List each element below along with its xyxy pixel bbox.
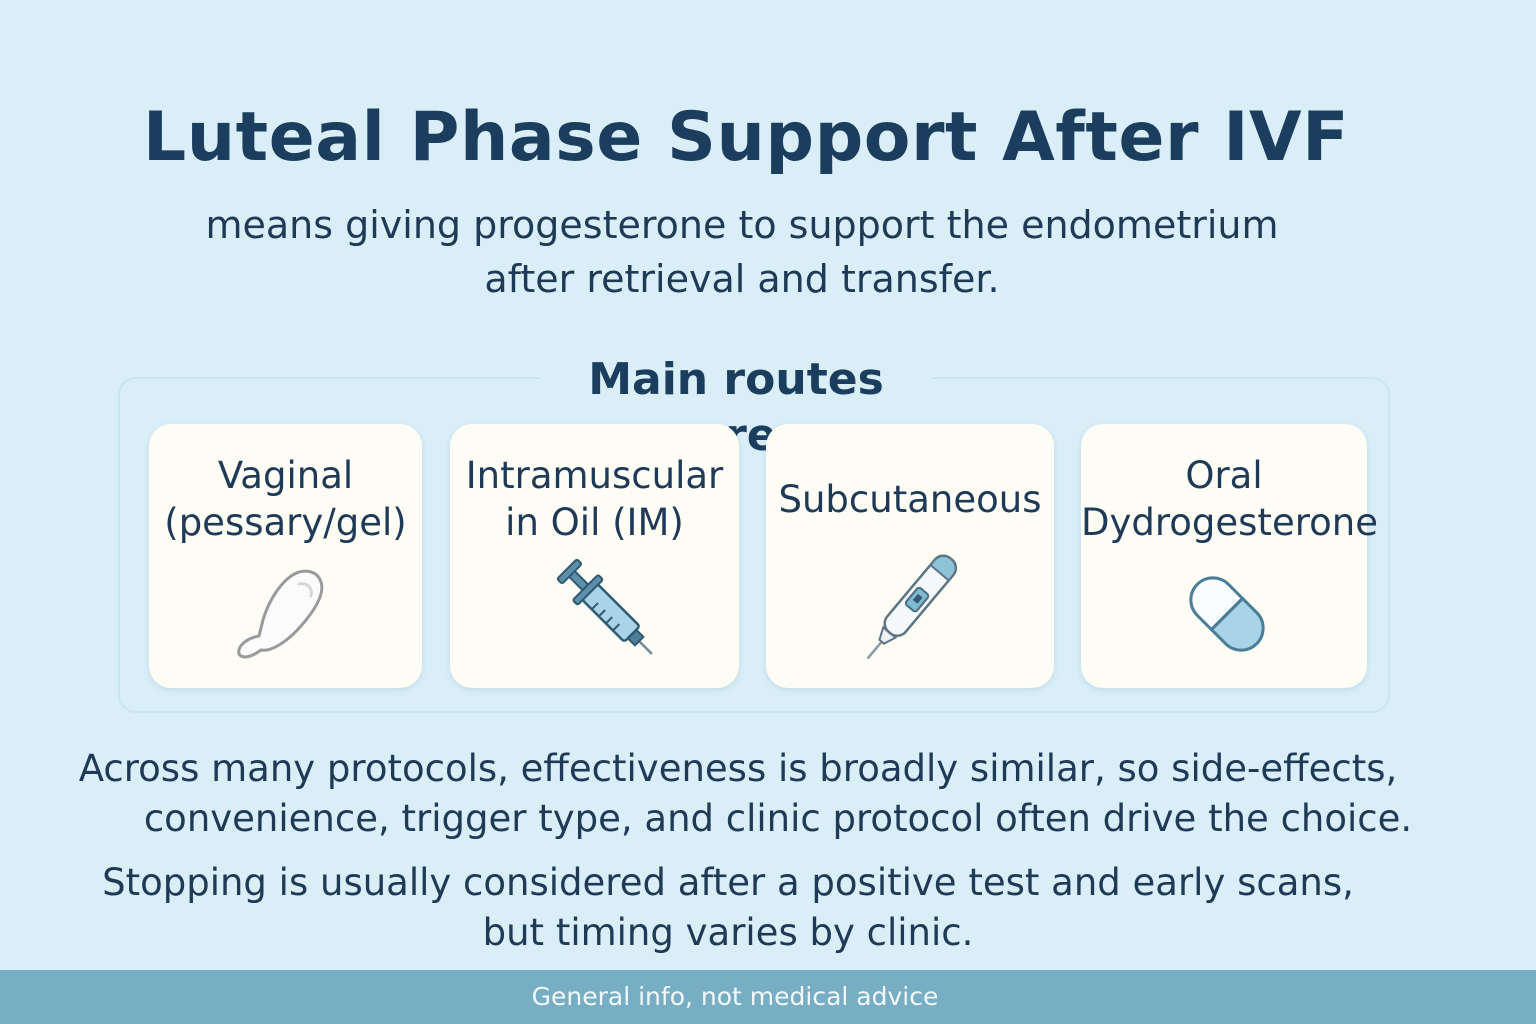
route-card-label: Intramuscular in Oil (IM) xyxy=(450,452,739,546)
route-card-oral: Oral Dydrogesterone xyxy=(1081,424,1378,688)
disclaimer-text: General info, not medical advice xyxy=(531,982,939,1011)
route-card-subcutaneous: Subcutaneous xyxy=(766,424,1054,688)
route-label-line-2: Dydrogesterone xyxy=(1081,501,1378,544)
effectiveness-paragraph: Across many protocols, effectiveness is … xyxy=(0,744,1536,844)
route-card-label: Vaginal (pessary/gel) xyxy=(149,452,422,546)
injector-pen-icon xyxy=(866,554,958,660)
route-card-label: Oral Dydrogesterone xyxy=(1081,452,1378,546)
stopping-line-1: Stopping is usually considered after a p… xyxy=(102,861,1354,904)
subtitle-line-2: after retrieval and transfer. xyxy=(484,257,1000,301)
route-card-intramuscular: Intramuscular in Oil (IM) xyxy=(450,424,739,688)
route-label-line-1: Vaginal xyxy=(217,454,354,497)
subtitle-line-1: means giving progesterone to support the… xyxy=(205,203,1279,247)
route-card-vaginal: Vaginal (pessary/gel) xyxy=(149,424,422,688)
route-label-line-1: Intramuscular xyxy=(465,454,724,497)
capsule-icon xyxy=(1189,576,1265,652)
stopping-paragraph: Stopping is usually considered after a p… xyxy=(0,858,1456,958)
page-title: Luteal Phase Support After IVF xyxy=(142,98,1350,177)
route-label-line-2: in Oil (IM) xyxy=(505,501,684,544)
effectiveness-line-2: convenience, trigger type, and clinic pr… xyxy=(143,797,1413,840)
route-label-line-2: (pessary/gel) xyxy=(164,501,407,544)
route-label-line-1: Subcutaneous xyxy=(778,478,1042,521)
syringe-icon xyxy=(556,558,653,655)
route-card-label: Subcutaneous xyxy=(766,476,1054,523)
effectiveness-line-1: Across many protocols, effectiveness is … xyxy=(78,747,1398,790)
pessary-icon xyxy=(237,569,324,659)
stopping-line-2: but timing varies by clinic. xyxy=(482,911,974,954)
footer-bar: General info, not medical advice xyxy=(0,970,1536,1024)
route-label-line-1: Oral xyxy=(1185,454,1263,497)
page-subtitle: means giving progesterone to support the… xyxy=(0,198,1484,306)
